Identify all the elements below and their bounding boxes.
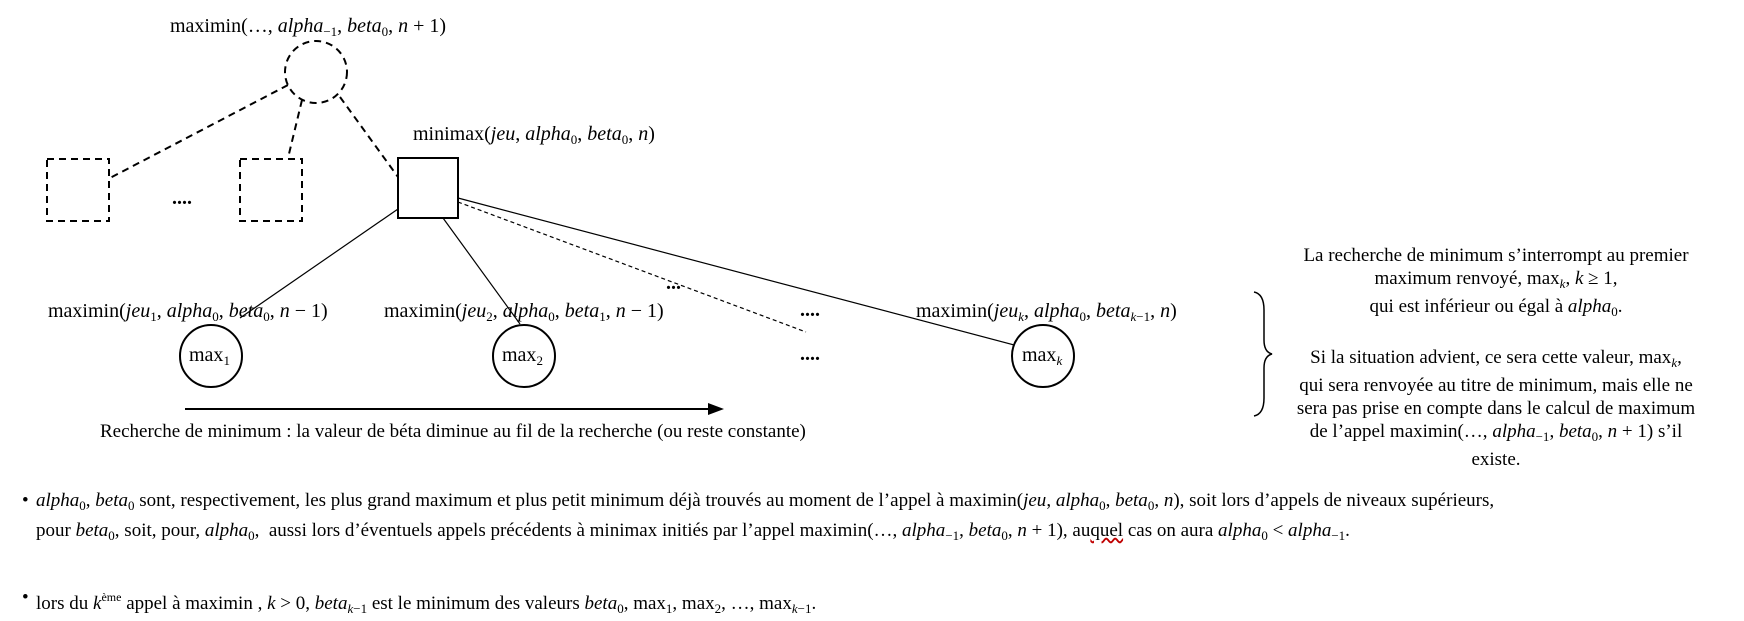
children-ellipsis-bottom: .... <box>800 343 820 365</box>
minimax-call-label: minimax(jeu, alpha0, beta0, n) <box>413 123 655 147</box>
children-ellipsis-mid: .... <box>800 299 820 321</box>
child-node-k <box>1011 324 1075 388</box>
bullet-1-text: alpha0, beta0 sont, respectivement, les … <box>36 490 1495 543</box>
child-node-k-label: maxk <box>1022 344 1063 368</box>
bullet-1: • alpha0, beta0 sont, respectivement, le… <box>22 488 1737 548</box>
note-line-2: maximum renvoyé, maxk, k ≥ 1, <box>1374 268 1618 291</box>
bullet-2: • lors du kème appel à maximin , k > 0, … <box>22 585 1737 621</box>
note-line-6: sera pas prise en compte dans le calcul … <box>1296 398 1696 419</box>
root-node <box>284 40 348 104</box>
child-node-1 <box>179 324 243 388</box>
bullet-dot: • <box>22 587 29 608</box>
child-call-label-2: maximin(jeu2, alpha0, beta1, n − 1) <box>384 300 664 324</box>
child-call-label-k: maximin(jeuk, alpha0, betak−1, n) <box>916 300 1177 324</box>
child-node-1-label: max1 <box>189 344 230 368</box>
note-line-5: qui sera renvoyée au titre de minimum, m… <box>1299 375 1693 396</box>
bullet-dot: • <box>22 490 29 511</box>
child-node-2 <box>492 324 556 388</box>
edge-minimax-to-child-1 <box>239 208 399 319</box>
note-line-3: qui est inférieur ou égal à alpha0. <box>1369 296 1623 319</box>
right-brace <box>1253 291 1273 417</box>
arrow-caption: Recherche de minimum : la valeur de béta… <box>100 421 806 442</box>
root-call-label: maximin(…, alpha−1, beta0, n + 1) <box>170 15 447 39</box>
edge-root-to-minimax <box>339 96 399 178</box>
child-call-label-1: maximin(jeu1, alpha0, beta0, n − 1) <box>48 300 328 324</box>
siblings-ellipsis: .... <box>172 187 192 209</box>
edge-root-to-sibling-1 <box>109 84 289 179</box>
minimax-node <box>397 157 459 219</box>
edge-minimax-to-child-k <box>457 197 1019 347</box>
sibling-node-2 <box>239 158 303 222</box>
children-ellipsis-top: ... <box>666 272 681 294</box>
note-line-1: La recherche de minimum s’interrompt au … <box>1303 245 1689 266</box>
bullet-2-text: lors du kème appel à maximin , k > 0, be… <box>36 590 817 616</box>
search-arrow-head <box>708 403 724 415</box>
note-line-4: Si la situation advient, ce sera cette v… <box>1310 347 1682 370</box>
side-note: La recherche de minimum s’interrompt au … <box>1256 244 1736 471</box>
note-line-7: de l’appel maximin(…, alpha−1, beta0, n … <box>1309 421 1683 444</box>
sibling-node-1 <box>46 158 110 222</box>
edge-minimax-to-ellipsis <box>457 201 807 333</box>
child-node-2-label: max2 <box>502 344 543 368</box>
note-line-8: existe. <box>1471 449 1521 470</box>
edge-minimax-to-child-2 <box>442 217 521 325</box>
edge-root-to-sibling-2 <box>287 99 303 159</box>
